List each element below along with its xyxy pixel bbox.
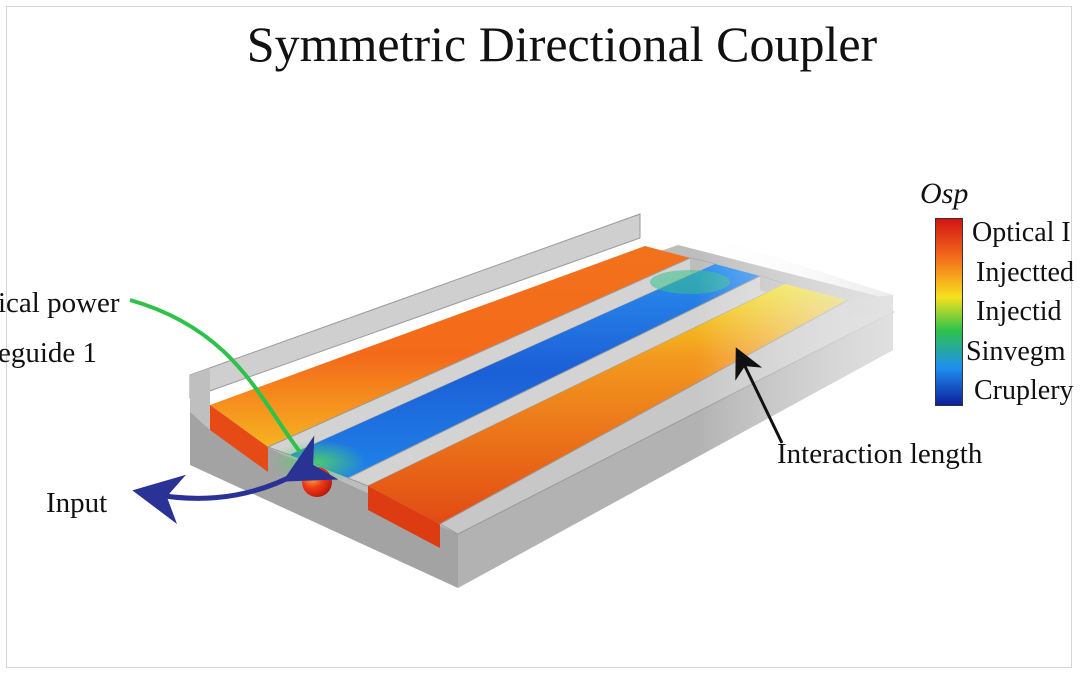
right-fade	[190, 214, 893, 588]
colorbar-gradient	[935, 218, 963, 406]
interaction-length-arrow	[735, 347, 784, 444]
optical-power-label: ical power	[0, 287, 120, 319]
optical-power-arrow	[129, 298, 302, 454]
interaction-length-label: Interaction length	[777, 438, 983, 470]
colorbar-entry: Injectid	[976, 296, 1062, 327]
waveguide-1-label: eguide 1	[0, 337, 98, 369]
input-arrow	[132, 435, 339, 524]
input-source-dot	[302, 467, 332, 497]
colorbar-entry: Cruplery	[974, 375, 1074, 406]
diagram-title: Symmetric Directional Coupler	[246, 16, 878, 72]
input-label: Input	[46, 487, 108, 519]
colorbar-entry: Sinvegm	[966, 336, 1066, 367]
colorbar-entry: Injectted	[976, 257, 1074, 288]
colorbar-entry: Optical I	[972, 217, 1071, 248]
colorbar-title: Osp	[920, 177, 969, 210]
